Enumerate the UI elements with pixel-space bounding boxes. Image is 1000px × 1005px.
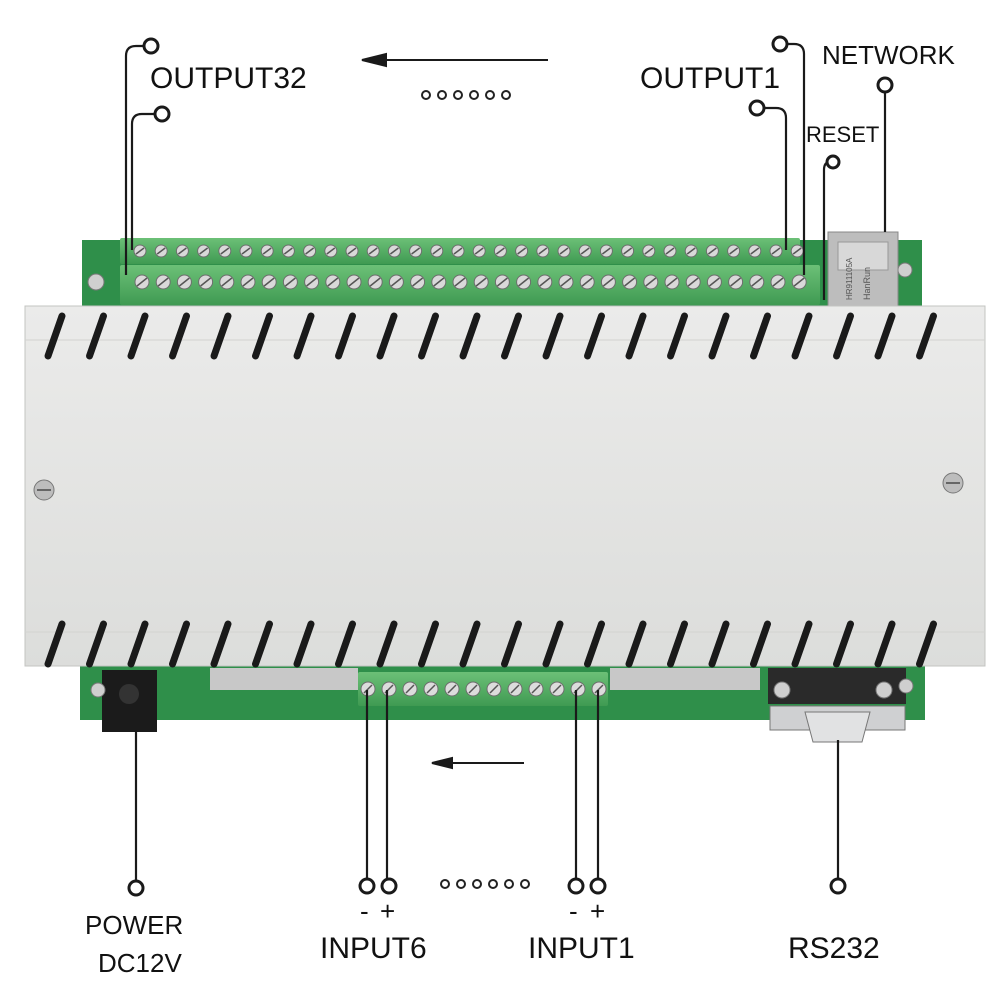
vent-slot-top xyxy=(293,312,315,360)
output-arrow-head xyxy=(361,52,387,68)
input-arrow-head xyxy=(431,756,453,770)
vent-slot-top xyxy=(501,312,522,360)
label-rs232: RS232 xyxy=(788,932,880,965)
vent-slot-top xyxy=(625,312,647,360)
vent-slot-top xyxy=(210,312,232,360)
pcb-screw-right xyxy=(897,262,913,278)
vent-slot-top xyxy=(169,312,190,360)
vent-slot-bottom xyxy=(916,620,937,668)
vent-slot-top xyxy=(708,312,730,360)
vent-slot-bottom xyxy=(44,620,66,668)
vent-slot-top xyxy=(44,312,66,360)
vent-slot-top xyxy=(376,312,398,360)
vent-slot-top xyxy=(418,312,439,360)
vent-slot-bottom xyxy=(584,620,605,668)
vent-slot-bottom xyxy=(667,620,688,668)
wire-output1-b xyxy=(764,106,788,250)
vent-slot-top xyxy=(833,312,854,360)
enclosure xyxy=(24,305,986,667)
pcb-screw-left xyxy=(87,273,105,291)
jack-model: HR911105A xyxy=(845,257,854,300)
label-input6-plus: + xyxy=(380,896,396,926)
pcb-screw-bottom-right xyxy=(898,678,914,694)
vent-slot-top xyxy=(86,312,107,360)
rs232-screw-left xyxy=(773,681,791,699)
pin-header-left xyxy=(210,668,358,690)
vent-slot-top xyxy=(542,312,564,360)
enclosure-vents xyxy=(44,312,937,668)
vent-slot-top xyxy=(127,312,149,360)
rs232-d-sub xyxy=(804,711,871,743)
vent-slot-bottom xyxy=(708,620,730,668)
vent-slot-bottom xyxy=(127,620,149,668)
label-output32: OUTPUT32 xyxy=(150,62,307,95)
label-reset: RESET xyxy=(806,122,880,147)
vent-slot-top xyxy=(874,312,896,360)
callout-endpoints xyxy=(127,35,894,897)
vent-slot-top xyxy=(667,312,688,360)
vent-slot-bottom xyxy=(210,620,232,668)
pcb-screw-bottom-left xyxy=(90,682,106,698)
label-network: NETWORK xyxy=(822,40,955,70)
input-ellipsis-dots xyxy=(440,879,530,889)
vent-slot-top xyxy=(252,312,273,360)
label-input1: INPUT1 xyxy=(528,932,635,965)
wire-output32-b xyxy=(130,112,156,250)
input-terminal-screws xyxy=(360,681,607,697)
vent-slot-bottom xyxy=(501,620,522,668)
vent-slot-bottom xyxy=(86,620,107,668)
input-terminal-block xyxy=(358,672,608,706)
label-input6-minus: - xyxy=(360,896,369,926)
vent-slot-top xyxy=(916,312,937,360)
wire-output1-a xyxy=(786,42,806,275)
vent-slot-top xyxy=(750,312,771,360)
label-power: POWER xyxy=(85,910,184,940)
output-terminal-row-front xyxy=(120,265,820,305)
label-power-voltage: DC12V xyxy=(98,948,182,978)
wire-output32-a xyxy=(124,44,146,275)
vent-slot-bottom xyxy=(418,620,439,668)
network-jack-port xyxy=(837,241,889,271)
vent-slot-bottom xyxy=(542,620,564,668)
output-terminal-screws xyxy=(133,244,807,290)
vent-slot-bottom xyxy=(252,620,273,668)
vent-slot-bottom xyxy=(791,620,813,668)
label-input1-plus: + xyxy=(590,896,606,926)
label-output1: OUTPUT1 xyxy=(640,62,781,95)
vent-slot-bottom xyxy=(874,620,896,668)
vent-slot-bottom xyxy=(833,620,854,668)
vent-slot-top xyxy=(335,312,356,360)
vent-slot-top xyxy=(459,312,481,360)
direction-arrows xyxy=(361,52,548,770)
rs232-screw-right xyxy=(875,681,893,699)
jack-brand: HanRun xyxy=(862,267,872,300)
vent-slot-bottom xyxy=(750,620,771,668)
callout-wires xyxy=(124,42,887,880)
vent-slot-top xyxy=(791,312,813,360)
pin-header-right xyxy=(610,668,760,690)
vent-slot-bottom xyxy=(335,620,356,668)
label-input6: INPUT6 xyxy=(320,932,427,965)
vent-slot-bottom xyxy=(293,620,315,668)
vent-slot-top xyxy=(584,312,605,360)
vent-slot-bottom xyxy=(169,620,190,668)
output-ellipsis-dots xyxy=(421,90,511,100)
vent-slot-bottom xyxy=(625,620,647,668)
vent-slot-bottom xyxy=(376,620,398,668)
label-input1-minus: - xyxy=(569,896,578,926)
vent-slot-bottom xyxy=(459,620,481,668)
power-jack-hole xyxy=(119,684,139,704)
